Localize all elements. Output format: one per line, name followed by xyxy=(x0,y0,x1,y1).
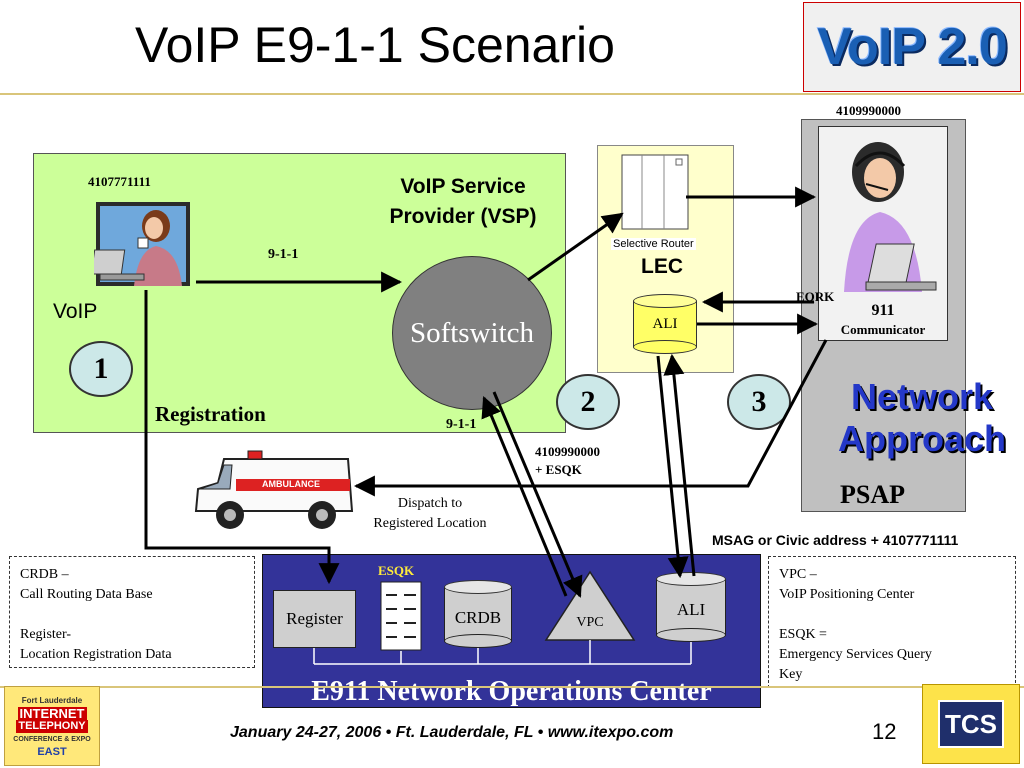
step-2-badge: 2 xyxy=(556,374,620,430)
arrow-registration-to-register xyxy=(144,290,340,585)
footer-divider xyxy=(0,686,1024,688)
eqrk-label: EQRK xyxy=(796,289,835,304)
network-approach-line1: Network xyxy=(850,376,994,417)
tcs-logo-text: TCS xyxy=(938,700,1004,748)
legend-register-term: Register- xyxy=(20,627,72,642)
lec-label: LEC xyxy=(641,255,683,278)
selective-router-illustration xyxy=(621,154,689,230)
arrow-vpc-to-softswitch xyxy=(481,396,568,597)
psap-number: 4109990000 xyxy=(836,103,901,118)
softswitch-node: Softswitch xyxy=(392,256,552,410)
legend-left-box: CRDB – Call Routing Data Base Register- … xyxy=(9,556,255,668)
vsp-title: VoIP Service Provider (VSP) xyxy=(375,172,551,232)
expo-logo-line3: TELEPHONY xyxy=(16,719,88,733)
arrow-noc-ali-to-lec-ali xyxy=(663,353,696,577)
network-approach-line2: Approach xyxy=(837,418,1006,459)
legend-vpc-definition: VoIP Positioning Center xyxy=(779,587,915,602)
expo-logo-line2: INTERNET xyxy=(17,705,87,721)
legend-register-definition: Location Registration Data xyxy=(20,647,172,662)
step-1-badge: 1 xyxy=(69,341,133,397)
registration-label: Registration xyxy=(155,402,266,426)
arrow-softswitch-to-vpc xyxy=(492,391,583,598)
page-title: VoIP E9-1-1 Scenario xyxy=(135,17,615,73)
noc-bus-lines xyxy=(313,640,692,665)
dispatch-label: Dispatch to Registered Location xyxy=(356,494,504,534)
esqk-node-label: ESQK xyxy=(378,563,415,578)
expo-logo-line4: CONFERENCE & EXPO xyxy=(13,735,91,743)
voip-caller-illustration xyxy=(94,202,190,286)
esqk-route-line2: + ESQK xyxy=(535,462,582,477)
dispatch-line1: Dispatch to xyxy=(397,496,463,511)
legend-esqk-definition: Emergency Services Query xyxy=(779,647,932,662)
tcs-logo: TCS xyxy=(922,684,1020,764)
caller-number: 4107771111 xyxy=(88,174,151,189)
esqk-route-label: 4109990000 + ESQK xyxy=(535,443,600,479)
legend-esqk-term: ESQK = xyxy=(779,627,827,642)
legend-crdb-term: CRDB – xyxy=(20,567,69,582)
voip-2-logo: VoIP 2.0 xyxy=(803,2,1021,92)
lec-ali-database: ALI xyxy=(633,294,697,354)
dial-911-label-bottom: 9-1-1 xyxy=(446,417,477,432)
esqk-route-line1: 4109990000 xyxy=(535,444,600,459)
arrow-dispatch-to-ambulance xyxy=(353,339,828,497)
esqk-document-icon xyxy=(380,581,422,651)
legend-right-box: VPC – VoIP Positioning Center ESQK = Eme… xyxy=(768,556,1016,688)
noc-title: E911 Network Operations Center xyxy=(311,676,712,707)
msag-label: MSAG or Civic address + 4107771111 xyxy=(712,532,959,548)
itexpo-logo: Fort Lauderdale INTERNET TELEPHONY CONFE… xyxy=(4,686,100,766)
page-number: 12 xyxy=(872,719,897,744)
psap-label: PSAP xyxy=(840,480,905,509)
voip-label: VoIP xyxy=(53,300,98,323)
expo-logo-line5: EAST xyxy=(37,745,67,758)
noc-ali-label: ALI xyxy=(676,600,706,619)
dispatch-line2: Registered Location xyxy=(373,516,487,531)
crdb-database: CRDB xyxy=(444,580,512,648)
legend-vpc-term: VPC – xyxy=(779,567,817,582)
footer-text: January 24-27, 2006 • Ft. Lauderdale, FL… xyxy=(230,724,674,741)
communicator-operator-illustration xyxy=(844,142,937,292)
expo-logo-line1: Fort Lauderdale xyxy=(21,695,83,705)
communicator-911-label: 911 xyxy=(871,302,895,319)
selective-router-label: Selective Router xyxy=(611,238,696,250)
vpc-label: VPC xyxy=(576,615,604,630)
dial-911-label-top: 9-1-1 xyxy=(268,247,299,262)
crdb-label: CRDB xyxy=(454,608,502,627)
arrow-softswitch-to-router xyxy=(527,212,624,282)
header-divider xyxy=(0,93,1024,95)
register-node: Register xyxy=(273,590,356,648)
lec-ali-label: ALI xyxy=(652,316,678,332)
legend-esqk-definition-cont: Key xyxy=(779,667,803,682)
vsp-title-line2: Provider (VSP) xyxy=(389,205,537,228)
vsp-title-line1: VoIP Service xyxy=(400,175,526,198)
ambulance-text: AMBULANCE xyxy=(262,479,320,489)
communicator-label: Communicator xyxy=(840,322,926,337)
network-approach-label: Network Approach xyxy=(832,376,1012,460)
arrow-lec-ali-to-noc-ali xyxy=(656,355,689,579)
legend-crdb-definition: Call Routing Data Base xyxy=(20,587,153,602)
ambulance-illustration xyxy=(194,450,354,529)
step-3-badge: 3 xyxy=(727,374,791,430)
